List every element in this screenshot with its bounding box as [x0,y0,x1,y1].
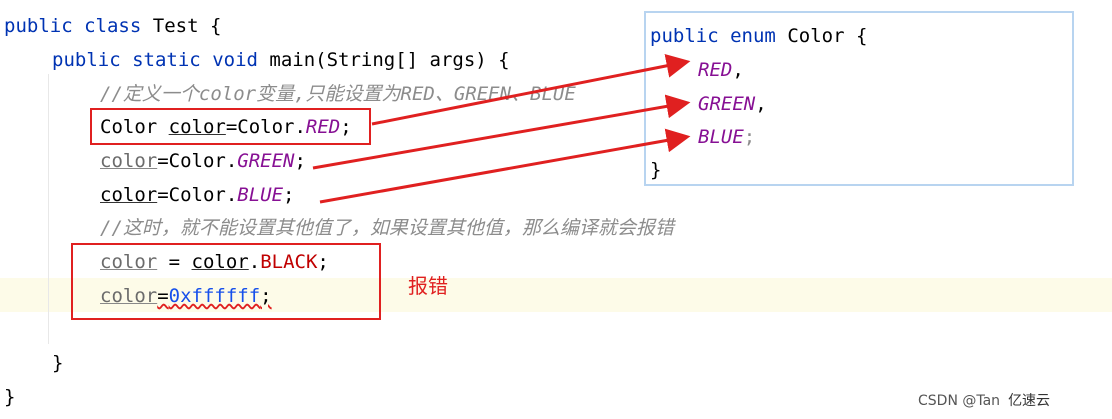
comment-line-1[interactable]: //定义一个color变量,只能设置为RED、GREEN、BLUE [100,83,576,105]
enum-value-blue: BLUE [698,126,744,148]
separator: ; [743,126,756,148]
enum-value-green-line: GREEN, [698,87,767,121]
color-declaration-line[interactable]: Color color=Color.RED; [100,110,352,144]
enum-declaration-line: public enum Color { [650,19,867,53]
enum-value-green: GREEN [698,93,756,115]
hex-literal: 0xffffff [168,285,261,307]
class-declaration-line[interactable]: public class Test { [4,9,221,43]
assign-expression: =Color. [225,116,306,138]
separator: , [755,93,767,115]
type-name: Color [100,116,169,138]
current-line-highlight [0,278,1112,312]
keyword-static: static [132,49,201,71]
semicolon: ; [260,285,272,307]
error-assign-black-line[interactable]: color = color.BLACK; [100,245,329,279]
semicolon: ; [294,150,306,172]
assign-expression: =Color. [157,184,238,206]
enum-close-brace: } [650,159,662,181]
enum-color-panel: public enum Color { RED, GREEN, BLUE; } [644,11,1074,186]
keyword-public: public [4,15,73,37]
assign-blue-line[interactable]: color=Color.BLUE; [100,178,295,212]
assign-green-line[interactable]: color=Color.GREEN; [100,144,306,178]
indent-guide [48,74,49,344]
enum-constant-green: GREEN [237,150,295,172]
brand-logo-text: 亿速云 [1008,393,1051,409]
csdn-watermark: CSDN @Tan [918,393,1001,409]
unresolved-constant-black: BLACK [260,251,318,273]
assign-operator: = [157,285,169,307]
comment-line-2[interactable]: //这时，就不能设置其他值了，如果设置其他值，那么编译就会报错 [100,217,674,239]
keyword-public: public [650,25,719,47]
method-signature: main(String[] args) { [269,49,510,71]
variable-color: color [100,251,158,273]
arrow-to-red [371,54,691,126]
error-annotation-label: 报错 [408,274,448,298]
arrow-to-green [312,94,691,170]
watermark: CSDN @Tan 亿速云 [918,390,1050,410]
keyword-class: class [84,15,142,37]
enum-name: Color { [787,25,868,47]
enum-value-blue-line: BLUE; [698,120,755,154]
arrow-to-blue [319,128,691,204]
enum-value-red-line: RED, [698,53,744,87]
keyword-void: void [212,49,258,71]
keyword-public: public [52,49,121,71]
main-method-line[interactable]: public static void main(String[] args) { [52,43,510,77]
semicolon: ; [317,251,329,273]
error-assign-hex-line[interactable]: color=0xffffff; [100,279,272,313]
dot: . [248,251,261,273]
semicolon: ; [340,116,352,138]
variable-color: color [100,285,158,307]
assign-expression: =Color. [157,150,238,172]
variable-color-ref: color [191,251,249,273]
keyword-enum: enum [730,25,776,47]
class-close-brace[interactable]: } [4,386,16,408]
variable-color: color [100,150,158,172]
red-highlight-box-errors [71,243,381,320]
variable-color: color [100,184,158,206]
class-name: Test { [152,15,222,37]
separator: , [732,59,744,81]
method-close-brace[interactable]: } [52,352,64,374]
semicolon: ; [283,184,295,206]
enum-value-red: RED [698,59,733,81]
variable-color: color [168,116,226,138]
enum-constant-blue: BLUE [237,184,284,206]
assign-operator: = [157,251,192,273]
enum-constant-red: RED [305,116,341,138]
red-highlight-box-declaration [90,108,371,145]
